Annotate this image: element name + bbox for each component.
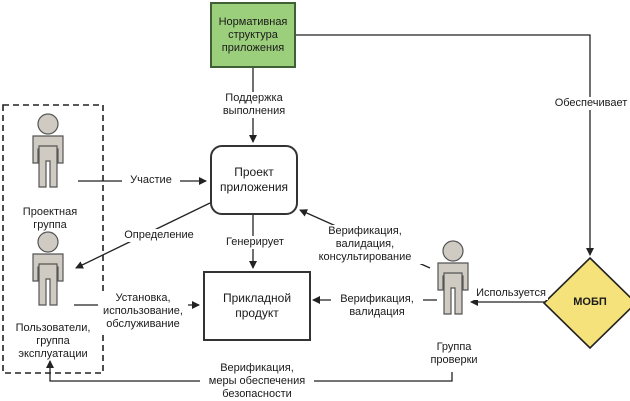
participation-label: Участие [122,174,180,187]
verif-security-label: Верификация, меры обеспечения безопаснос… [200,362,314,401]
users-person-icon [32,231,64,306]
verification-group-label: Группа проверки [430,341,478,366]
used-label: Используется [474,287,548,300]
normative-structure-label: Нормативная структура приложения [218,15,288,54]
verification-person-icon [437,240,469,315]
support-label: Поддержка выполнения [217,92,291,118]
verif-valid-label: Верификация, валидация [331,293,423,319]
mobp-text: МОБП [573,296,607,308]
project-group-person-icon [32,113,64,188]
definition-label: Определение [119,229,199,242]
install-label: Установка, использование, обслуживание [98,292,188,331]
normative-structure-box: Нормативная структура приложения [210,2,296,68]
project-label: Проект приложения [219,165,289,194]
provides-label: Обеспечивает [550,97,630,110]
users-label: Пользователи, группа эксплуатации [15,322,91,360]
project-group-label: Проектная группа [22,206,78,231]
verif-consult-label: Верификация, валидация, консультирование [307,225,423,264]
user-group-frame [2,104,104,374]
product-label: Прикладной продукт [222,291,292,320]
product-box: Прикладной продукт [203,271,311,341]
mobp-label: МОБП [560,296,620,308]
generates-label: Генерирует [223,236,287,249]
arrow-provides [296,34,594,256]
mobp-diamond [542,256,630,350]
project-box: Проект приложения [210,145,298,215]
